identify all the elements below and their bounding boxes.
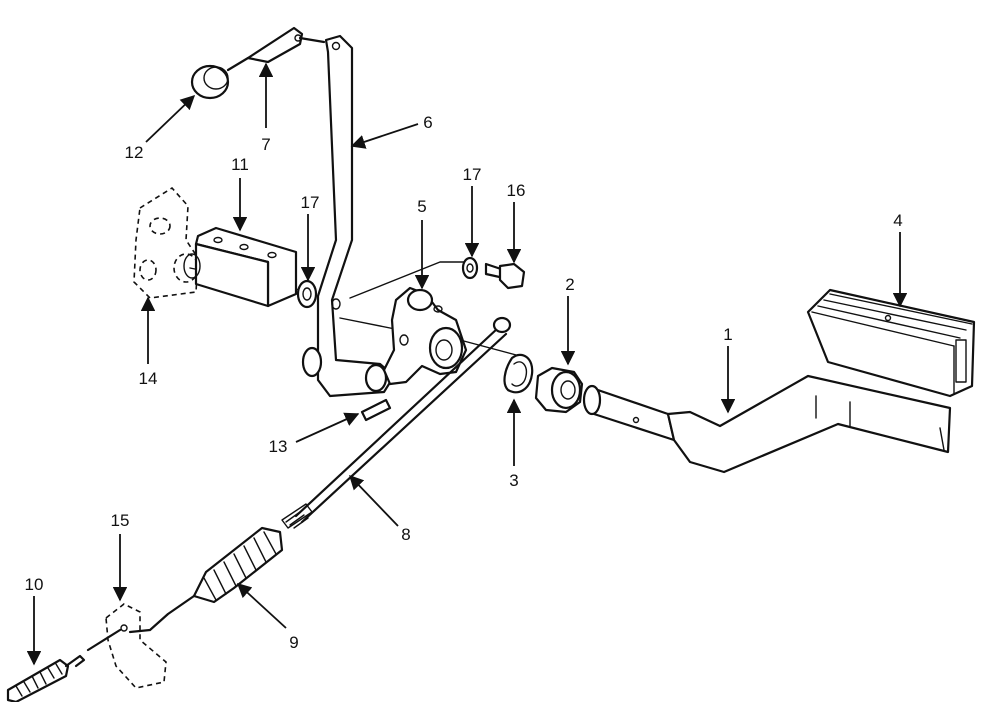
part-10-spring xyxy=(6,628,122,702)
part-15-bracket-outline xyxy=(105,603,167,689)
part-13-pin xyxy=(360,398,392,422)
callout-6: 6 xyxy=(423,113,432,132)
leader-8 xyxy=(349,474,399,527)
callout-5: 5 xyxy=(417,197,426,216)
leader-6 xyxy=(350,123,419,149)
part-9-spring xyxy=(128,526,284,634)
callout-11: 11 xyxy=(231,155,249,174)
callout-15: 15 xyxy=(111,511,130,530)
part-7-rod-end xyxy=(226,26,326,72)
callout-13: 13 xyxy=(269,437,288,456)
callout-8: 8 xyxy=(401,525,410,544)
leader-12 xyxy=(145,95,196,143)
part-12-knob xyxy=(190,64,230,100)
part-3-snap-ring xyxy=(503,353,534,394)
callout-14: 14 xyxy=(139,369,158,388)
part-17-washer-right xyxy=(461,256,479,280)
leader-13 xyxy=(295,412,360,443)
part-5-pivot-lever xyxy=(382,286,468,386)
part-6-lever-arm xyxy=(301,34,396,398)
leader-9 xyxy=(236,583,287,629)
part-1-pedal-arm xyxy=(582,374,952,474)
part-14-bracket-outline xyxy=(133,186,199,299)
part-17-washer-left xyxy=(296,279,318,309)
part-8-rod xyxy=(281,316,512,529)
callout-12: 12 xyxy=(125,143,144,162)
callout-17b: 17 xyxy=(463,165,482,184)
callout-labels: 1 2 3 4 5 6 7 8 9 10 11 12 13 14 15 16 1… xyxy=(25,113,903,652)
callout-9: 9 xyxy=(289,633,298,652)
part-4-pedal-pad xyxy=(806,288,976,398)
callout-7: 7 xyxy=(261,135,270,154)
part-2-bushing xyxy=(534,366,584,414)
callout-3: 3 xyxy=(509,471,518,490)
callout-2: 2 xyxy=(565,275,574,294)
callout-17a: 17 xyxy=(301,193,320,212)
callout-10: 10 xyxy=(25,575,44,594)
part-16-bolt xyxy=(484,262,526,290)
callout-leaders xyxy=(26,62,908,666)
callout-16: 16 xyxy=(507,181,526,200)
callout-4: 4 xyxy=(893,211,902,230)
callout-1: 1 xyxy=(723,325,732,344)
part-11-mounting-bracket xyxy=(183,226,298,308)
